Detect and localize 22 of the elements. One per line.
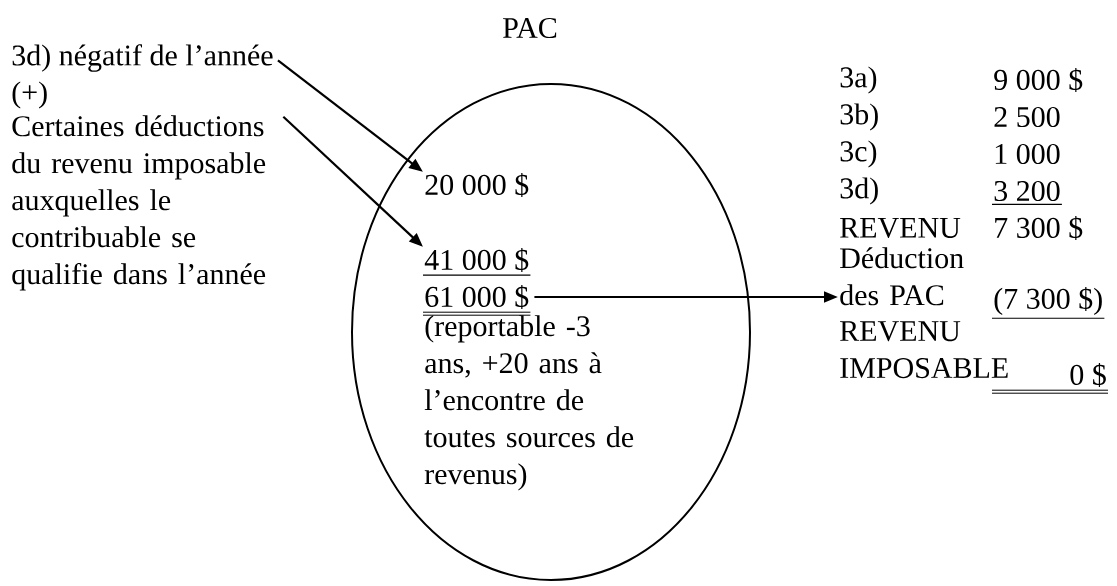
amount-text: 2 500 bbox=[994, 106, 1060, 128]
annotation-text: 3d) négatif de l’année bbox=[12, 44, 273, 72]
amount-text: 61 000 $ bbox=[422, 285, 531, 316]
amount-text: 41 000 $ bbox=[422, 248, 531, 276]
amount-text: 7 300 $ bbox=[995, 216, 1083, 240]
annotation-text: (+) bbox=[12, 81, 47, 109]
amount-text: (7 300 $) bbox=[991, 286, 1105, 319]
annotation-text: Certaines déductions du revenu imposable auxquelles le contribuable se qualifie dans l’année bbox=[12, 115, 266, 291]
row-label: Déduction des PAC bbox=[840, 247, 964, 306]
row-label: REVENU IMPOSABLE bbox=[840, 321, 1008, 379]
row-label: 3c) bbox=[840, 140, 877, 168]
row-label: 3a) bbox=[840, 66, 877, 94]
amount-text: 20 000 $ bbox=[425, 173, 529, 197]
row-label: 3d) bbox=[840, 177, 878, 205]
amount-text: 1 000 bbox=[995, 143, 1060, 165]
amount-text: 9 000 $ bbox=[994, 68, 1083, 92]
ellipse bbox=[351, 83, 751, 581]
row-label: REVENU bbox=[840, 217, 961, 239]
title: PAC bbox=[503, 17, 557, 39]
note-text: (reportable -3 ans, +20 ans à l’encontre de toutes sources de revenus) bbox=[424, 315, 634, 491]
amount-text: 3 200 bbox=[991, 180, 1063, 205]
row-label: 3b) bbox=[840, 103, 878, 131]
